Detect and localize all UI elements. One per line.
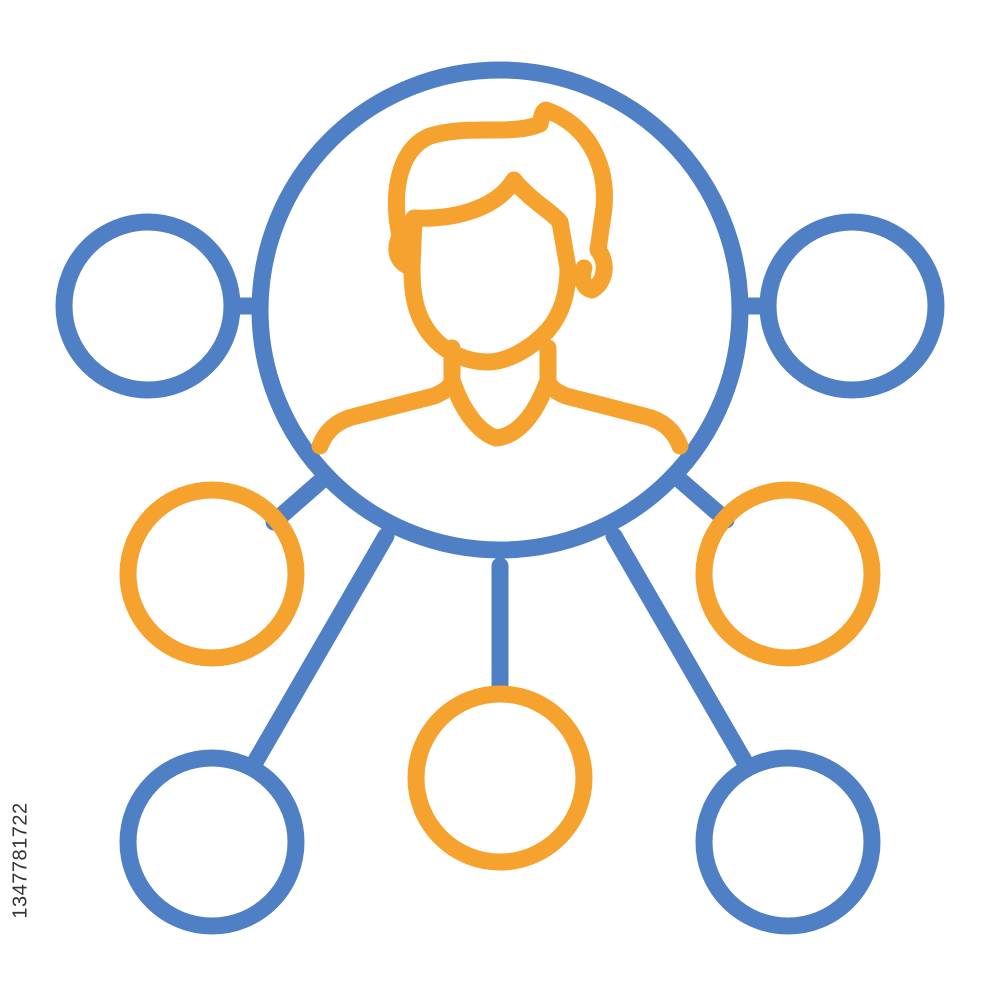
user-hair-outline bbox=[388, 101, 613, 299]
connector-lower-right bbox=[605, 527, 755, 773]
network-nodes bbox=[55, 213, 945, 935]
user-icon bbox=[311, 101, 689, 455]
node-bottom-center-orange bbox=[407, 685, 593, 871]
stock-id-label: 1347781722 bbox=[6, 760, 36, 960]
connector-lines bbox=[227, 297, 773, 773]
user-shoulders-outline bbox=[311, 371, 689, 455]
node-upper-right-orange bbox=[695, 481, 881, 667]
node-left-blue bbox=[55, 213, 241, 399]
connector-lower-left bbox=[245, 527, 395, 773]
node-lower-left-blue bbox=[119, 749, 305, 935]
central-node-circle bbox=[251, 61, 749, 559]
stock-id-text: 1347781722 bbox=[9, 801, 32, 919]
user-face-outline bbox=[403, 171, 577, 371]
node-lower-right-blue bbox=[695, 749, 881, 935]
node-upper-left-orange bbox=[119, 481, 305, 667]
node-right-blue bbox=[759, 213, 945, 399]
